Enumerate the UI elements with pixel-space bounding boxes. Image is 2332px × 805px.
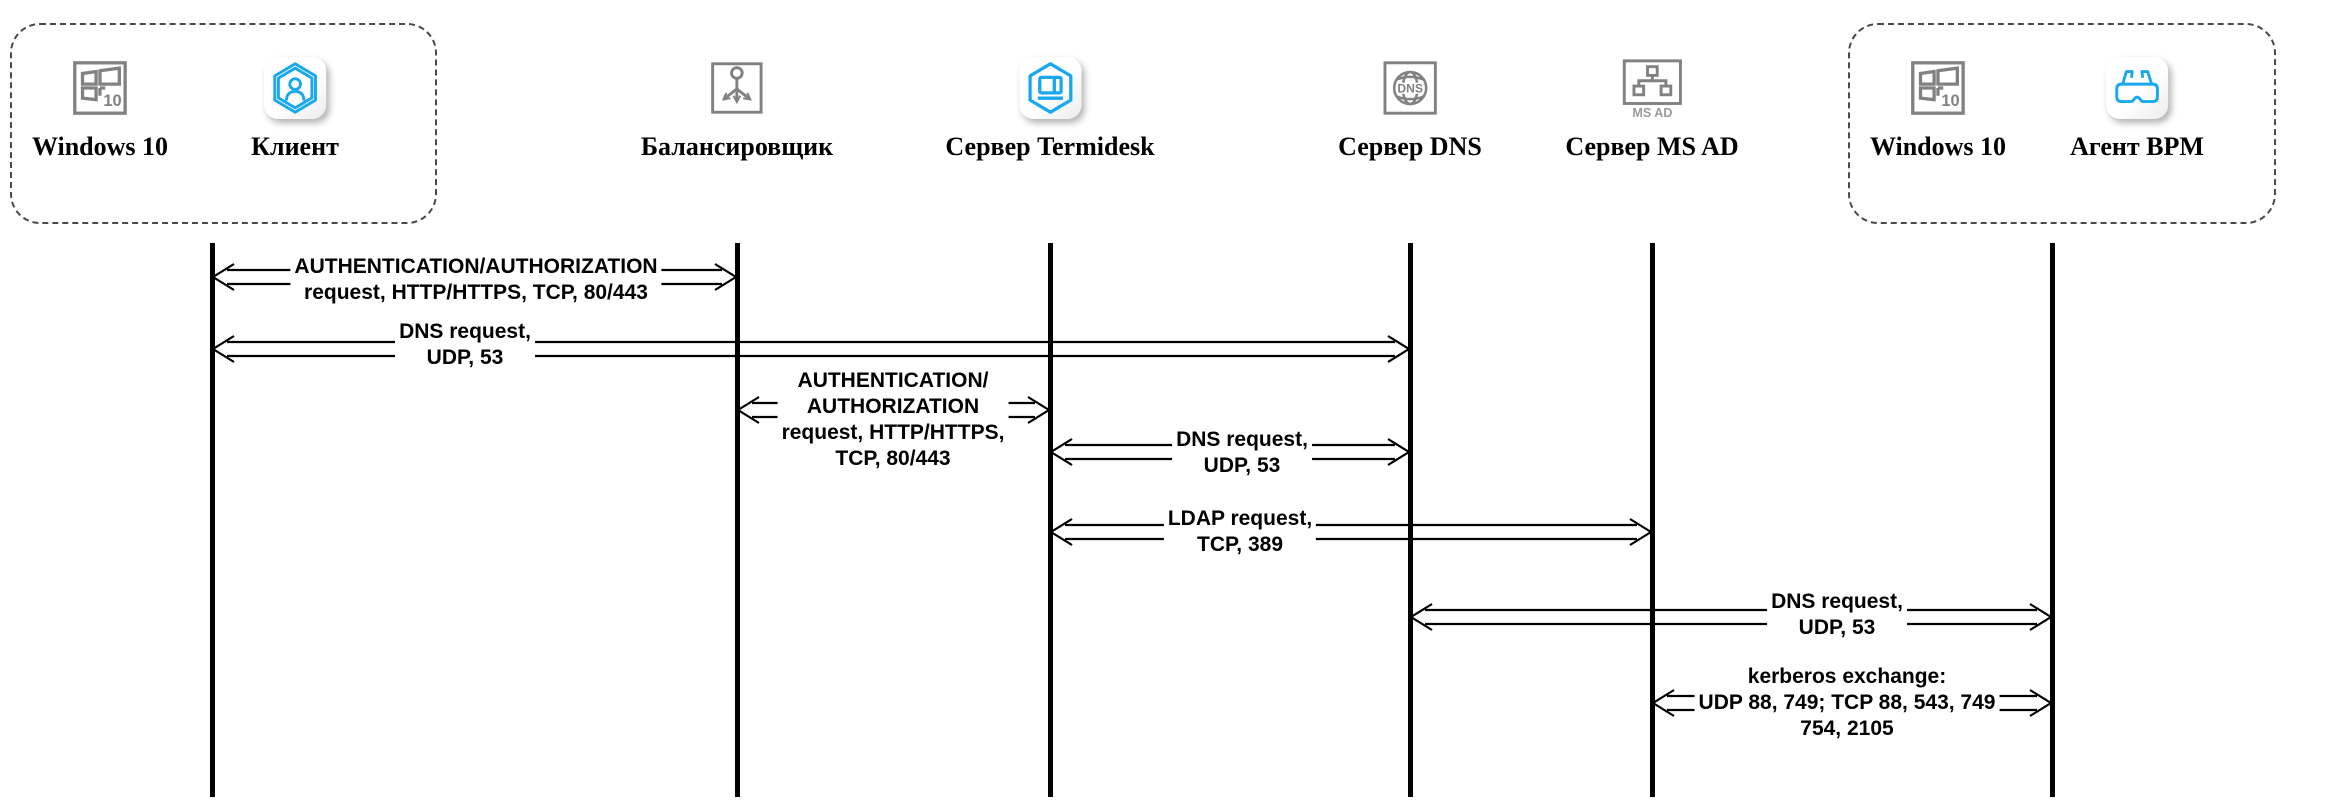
message-label-line: AUTHENTICATION/AUTHORIZATION — [294, 255, 658, 278]
node-balancer: Балансировщик — [641, 57, 833, 162]
svg-text:10: 10 — [1941, 92, 1959, 110]
node-label-client: Клиент — [251, 132, 339, 161]
client-icon — [264, 57, 326, 119]
message-label-line: UDP, 53 — [1203, 454, 1281, 477]
bpm-icon — [2105, 57, 2168, 119]
message-label-line: kerberos exchange: — [1747, 665, 1947, 688]
message-label-5: DNS request, UDP, 53 — [1767, 589, 1907, 641]
message-label-1: DNS request, UDP, 53 — [395, 319, 535, 371]
svg-text:DNS: DNS — [1397, 81, 1423, 95]
message-label-line: DNS request, — [1771, 590, 1903, 613]
message-arrow-5 — [1408, 603, 2054, 631]
lifeline-balancer — [734, 243, 740, 797]
balancer-icon — [706, 57, 768, 119]
message-label-line: LDAP request, — [1167, 507, 1313, 530]
msad-icon: MS AD — [1621, 57, 1683, 119]
node-dns: DNS Сервер DNS — [1338, 57, 1482, 162]
windows10-icon: 10 — [1907, 57, 1969, 119]
lifeline-client — [209, 243, 215, 797]
message-arrow-4 — [1048, 518, 1654, 546]
termidesk-icon — [1018, 57, 1081, 119]
windows10-icon: 10 — [69, 57, 131, 119]
message-label-line: request, HTTP/HTTPS, TCP, 80/443 — [304, 281, 648, 304]
node-label-dns: Сервер DNS — [1338, 132, 1482, 161]
message-label-line: AUTHORIZATION — [806, 395, 980, 418]
node-client: Клиент — [251, 57, 339, 162]
message-label-line: UDP, 53 — [426, 346, 504, 369]
node-label-bpm: Агент BPM — [2070, 132, 2204, 161]
message-label-line: AUTHENTICATION/ — [797, 369, 989, 392]
message-label-4: LDAP request, TCP, 389 — [1163, 506, 1317, 558]
message-label-line: UDP, 53 — [1798, 616, 1876, 639]
message-label-2: AUTHENTICATION/AUTHORIZATION request, HTT… — [777, 368, 1009, 472]
node-label-win10-right: Windows 10 — [1869, 132, 2007, 161]
message-label-line: DNS request, — [399, 320, 531, 343]
node-msad: MS AD Сервер MS AD — [1565, 57, 1739, 162]
svg-text:10: 10 — [103, 92, 121, 110]
message-label-line: request, HTTP/HTTPS, — [781, 421, 1005, 444]
node-label-termidesk: Сервер Termidesk — [945, 132, 1155, 161]
lifeline-termidesk — [1047, 243, 1053, 797]
lifeline-dns — [1407, 243, 1413, 797]
node-label-msad: Сервер MS AD — [1565, 132, 1739, 161]
node-label-balancer: Балансировщик — [640, 132, 834, 161]
lifeline-msad — [1649, 243, 1655, 797]
message-label-line: TCP, 80/443 — [835, 447, 951, 470]
message-label-line: UDP 88, 749; TCP 88, 543, 749 — [1698, 691, 1996, 714]
svg-text:MS AD: MS AD — [1632, 106, 1672, 119]
message-label-line: DNS request, — [1176, 428, 1308, 451]
message-label-6: kerberos exchange: UDP 88, 749; TCP 88, 5… — [1694, 664, 2000, 742]
node-label-win10-left: Windows 10 — [31, 132, 169, 161]
message-arrow-1 — [210, 335, 1412, 363]
agent-workstation-group — [1848, 23, 2276, 224]
client-workstation-group — [10, 23, 437, 224]
node-bpm: Агент BPM — [2070, 57, 2204, 162]
message-label-line: 754, 2105 — [1800, 717, 1894, 740]
dns-icon: DNS — [1379, 57, 1441, 119]
message-label-0: AUTHENTICATION/AUTHORIZATION request, HTT… — [290, 254, 662, 306]
node-termidesk: Сервер Termidesk — [945, 57, 1155, 162]
message-label-line: TCP, 389 — [1196, 533, 1283, 556]
message-label-3: DNS request, UDP, 53 — [1172, 427, 1312, 479]
lifeline-bpm — [2049, 243, 2055, 797]
